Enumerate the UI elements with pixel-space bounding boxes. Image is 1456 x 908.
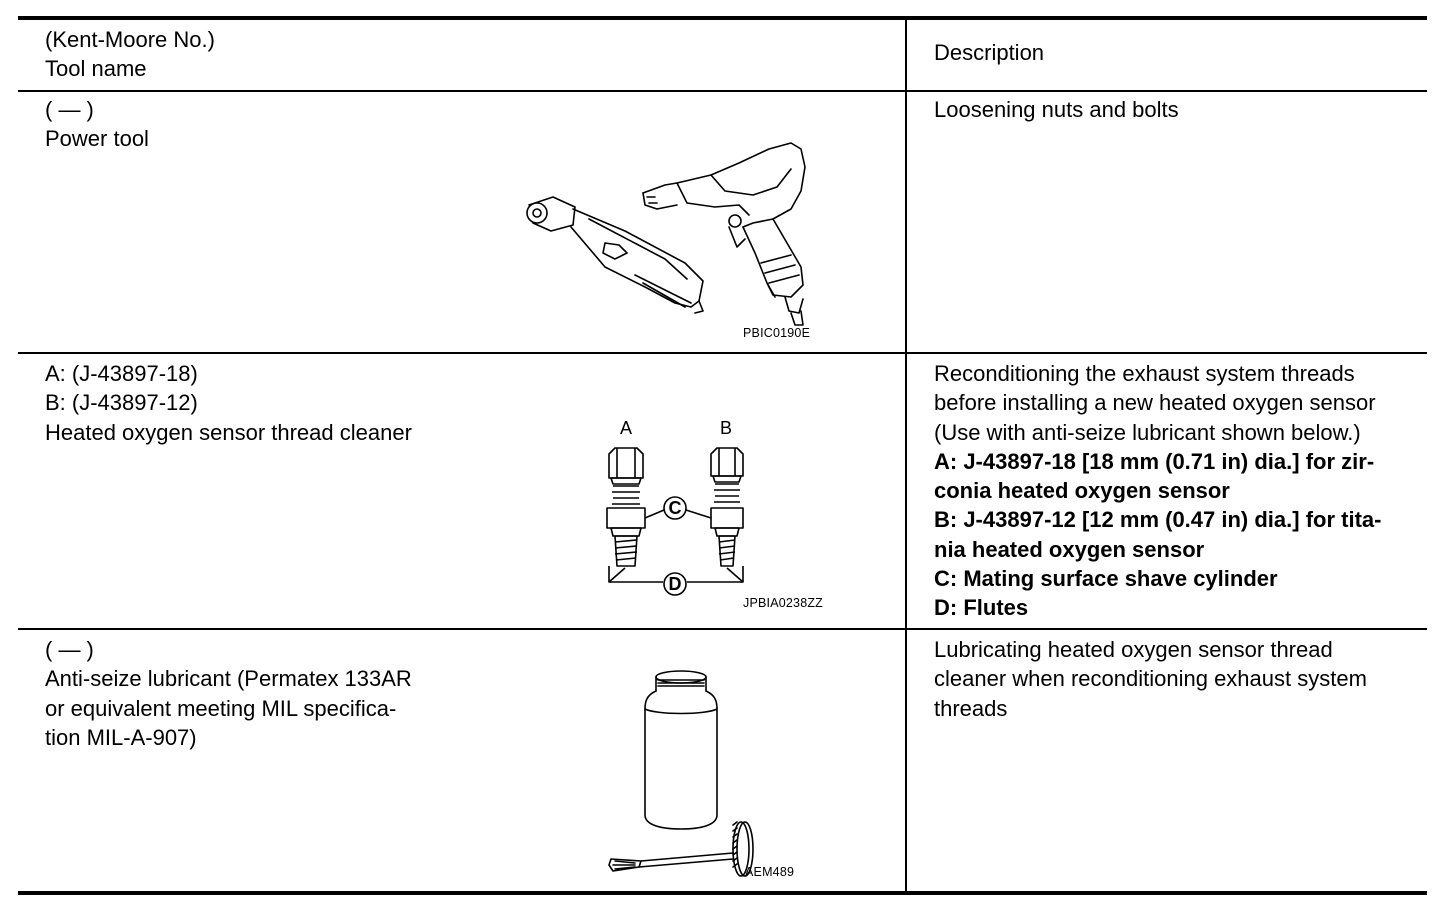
row3-description-line1: Lubricating heated oxygen sensor thread <box>934 637 1333 662</box>
cleaner-a-drawing <box>606 447 646 567</box>
callout-c-circle <box>663 496 687 520</box>
row-divider-1 <box>18 352 1427 354</box>
label-d: D <box>669 574 682 594</box>
row2-note-c: C: Mating surface shave cylinder <box>934 566 1278 592</box>
row1-tool-cell: ( — ) Power tool <box>45 95 149 154</box>
callout-d-circle <box>663 572 687 596</box>
thread-cleaner-figure: A B C D JPBIA0238ZZ <box>585 412 845 612</box>
row3-description-line3: threads <box>934 695 1008 721</box>
row2-kent-moore-b: B: (J-43897-12) <box>45 390 198 416</box>
header-description: Description <box>934 40 1045 65</box>
thread-cleaner-figure-code: JPBIA0238ZZ <box>743 596 824 610</box>
header-tool-name: (Kent-Moore No.) Tool name <box>45 25 215 84</box>
row2-note-b-line1: B: J-43897-12 [12 mm (0.47 in) dia.] for… <box>934 507 1382 533</box>
lubricant-illustration <box>608 670 754 877</box>
table-bottom-rule <box>18 891 1427 895</box>
row2-tool-cell: A: (J-43897-18) B: (J-43897-12) Heated o… <box>45 359 412 447</box>
row3-kent-moore: ( — ) <box>45 637 94 662</box>
row1-description: Loosening nuts and bolts <box>934 97 1179 122</box>
row2-description-cell: Reconditioning the exhaust system thread… <box>934 359 1381 623</box>
air-ratchet-drawing <box>526 196 704 314</box>
row2-kent-moore-a: A: (J-43897-18) <box>45 361 198 386</box>
row2-note-d: D: Flutes <box>934 595 1029 621</box>
power-tool-figure-code: PBIC0190E <box>743 326 811 340</box>
row2-note-a-line2: conia heated oxygen sensor <box>934 478 1230 504</box>
row3-tool-cell: ( — ) Anti-seize lubricant (Permatex 133… <box>45 635 412 752</box>
row1-kent-moore: ( — ) <box>45 97 94 122</box>
row2-description-line2: before installing a new heated oxygen se… <box>934 390 1376 416</box>
lubricant-bottle-drawing <box>644 670 718 830</box>
applicator-brush-drawing <box>608 821 754 877</box>
row2-tool-name: Heated oxygen sensor thread cleaner <box>45 419 412 445</box>
label-a: A <box>620 418 632 438</box>
row3-tool-name-line2: or equivalent meeting MIL specifica- <box>45 695 397 721</box>
cleaner-b-drawing <box>710 447 744 567</box>
label-c: C <box>669 498 682 518</box>
row3-tool-name-line1: Anti-seize lubricant (Permatex 133AR <box>45 666 412 692</box>
row2-note-a-line1: A: J-43897-18 [18 mm (0.71 in) dia.] for… <box>934 448 1375 474</box>
lubricant-figure: AEM489 <box>605 665 815 885</box>
callout-d-leaders <box>608 567 744 583</box>
callout-c-leaders <box>644 509 712 519</box>
label-b: B <box>720 418 732 438</box>
row1-description-cell: Loosening nuts and bolts <box>934 95 1179 124</box>
row1-tool-name: Power tool <box>45 126 149 152</box>
row3-description-cell: Lubricating heated oxygen sensor thread … <box>934 635 1367 723</box>
header-kent-moore: (Kent-Moore No.) <box>45 27 215 52</box>
row-divider-2 <box>18 628 1427 630</box>
row3-description-line2: cleaner when reconditioning exhaust syst… <box>934 666 1367 692</box>
header-tool-name-label: Tool name <box>45 56 147 82</box>
row2-description-line1: Reconditioning the exhaust system thread… <box>934 361 1355 386</box>
header-divider <box>18 90 1427 92</box>
row2-note-b-line2: nia heated oxygen sensor <box>934 536 1205 562</box>
lubricant-figure-code: AEM489 <box>745 865 795 879</box>
column-divider <box>905 18 907 893</box>
table-top-rule <box>18 16 1427 20</box>
power-tool-figure: PBIC0190E <box>515 135 825 345</box>
impact-wrench-drawing <box>642 142 806 326</box>
row3-tool-name-line3: tion MIL-A-907) <box>45 724 197 750</box>
power-tool-illustration <box>526 142 806 326</box>
row2-description-line3: (Use with anti-seize lubricant shown bel… <box>934 419 1361 445</box>
thread-cleaner-illustration: A B C D <box>606 418 744 596</box>
